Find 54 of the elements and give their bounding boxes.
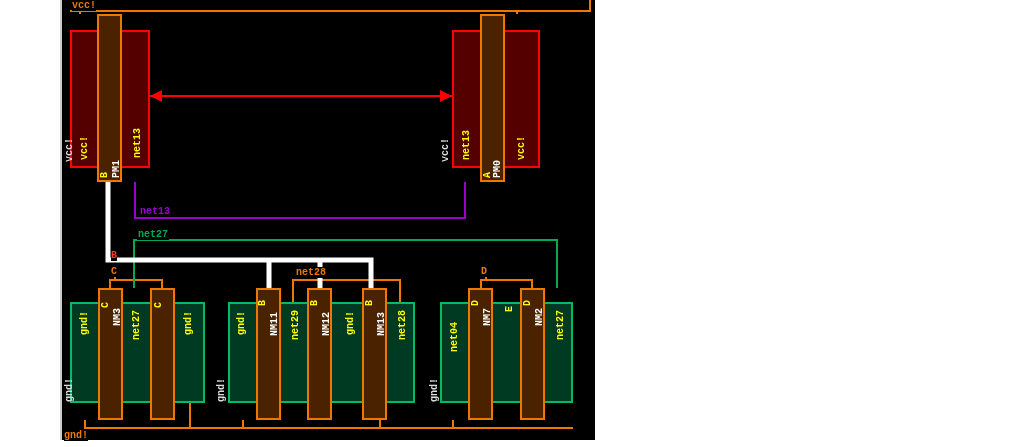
- device-name: PM0: [492, 160, 503, 178]
- wire: [133, 239, 558, 289]
- net-label: B: [99, 172, 110, 178]
- wire: [242, 419, 454, 429]
- device-name: NM13: [376, 312, 387, 336]
- nmos-transistor: [228, 288, 415, 420]
- net-label: vcc!: [79, 136, 90, 160]
- pin-label: gnd!: [216, 378, 227, 402]
- net-label: B: [364, 300, 375, 306]
- pin-label: gnd!: [429, 378, 440, 402]
- net-label: gnd!: [236, 311, 247, 335]
- net-label: B: [309, 300, 320, 306]
- pmos-transistor: [452, 14, 540, 182]
- device-name: NM11: [269, 312, 280, 336]
- net-label: net13: [461, 130, 472, 160]
- net-label: net28: [296, 267, 326, 278]
- wire: [84, 419, 244, 429]
- net-label: gnd!: [345, 311, 356, 335]
- net-label: net29: [290, 310, 301, 340]
- net-label: C: [153, 302, 164, 308]
- net-label: vcc!: [516, 136, 527, 160]
- net-label: E: [504, 306, 515, 312]
- net-label: gnd!: [79, 311, 90, 335]
- wire: [79, 10, 518, 15]
- net-label: D: [522, 300, 533, 306]
- pin-label: gnd!: [64, 378, 75, 402]
- net-label: gnd!: [183, 311, 194, 335]
- net-label: D: [481, 266, 487, 277]
- net-label: A: [482, 172, 493, 178]
- net-label: net13: [132, 128, 143, 158]
- nmos-transistor: [440, 288, 573, 420]
- net-label: D: [470, 300, 481, 306]
- net-label: net04: [449, 322, 460, 352]
- device-name: NM7: [482, 308, 493, 326]
- arrow: [149, 90, 453, 102]
- net-label: net27: [555, 310, 566, 340]
- pmos-transistor: [70, 14, 150, 182]
- net-label: C: [100, 302, 111, 308]
- edge-label: net27: [137, 229, 169, 240]
- device-name: PM1: [111, 160, 122, 178]
- edge-label: net13: [139, 206, 171, 217]
- net-label: net27: [131, 310, 142, 340]
- device-name: NM2: [534, 308, 545, 326]
- device-name: NM3: [112, 308, 123, 326]
- wire: [134, 181, 466, 219]
- net-label: gnd!: [64, 430, 88, 441]
- pin-label: vcc!: [64, 138, 75, 162]
- net-label: B: [257, 300, 268, 306]
- pin-label: vcc!: [440, 138, 451, 162]
- net-label: C: [111, 266, 117, 277]
- net-label: B: [111, 250, 117, 261]
- net-label: net28: [397, 310, 408, 340]
- net-label: vcc!: [72, 0, 96, 11]
- device-name: NM12: [321, 312, 332, 336]
